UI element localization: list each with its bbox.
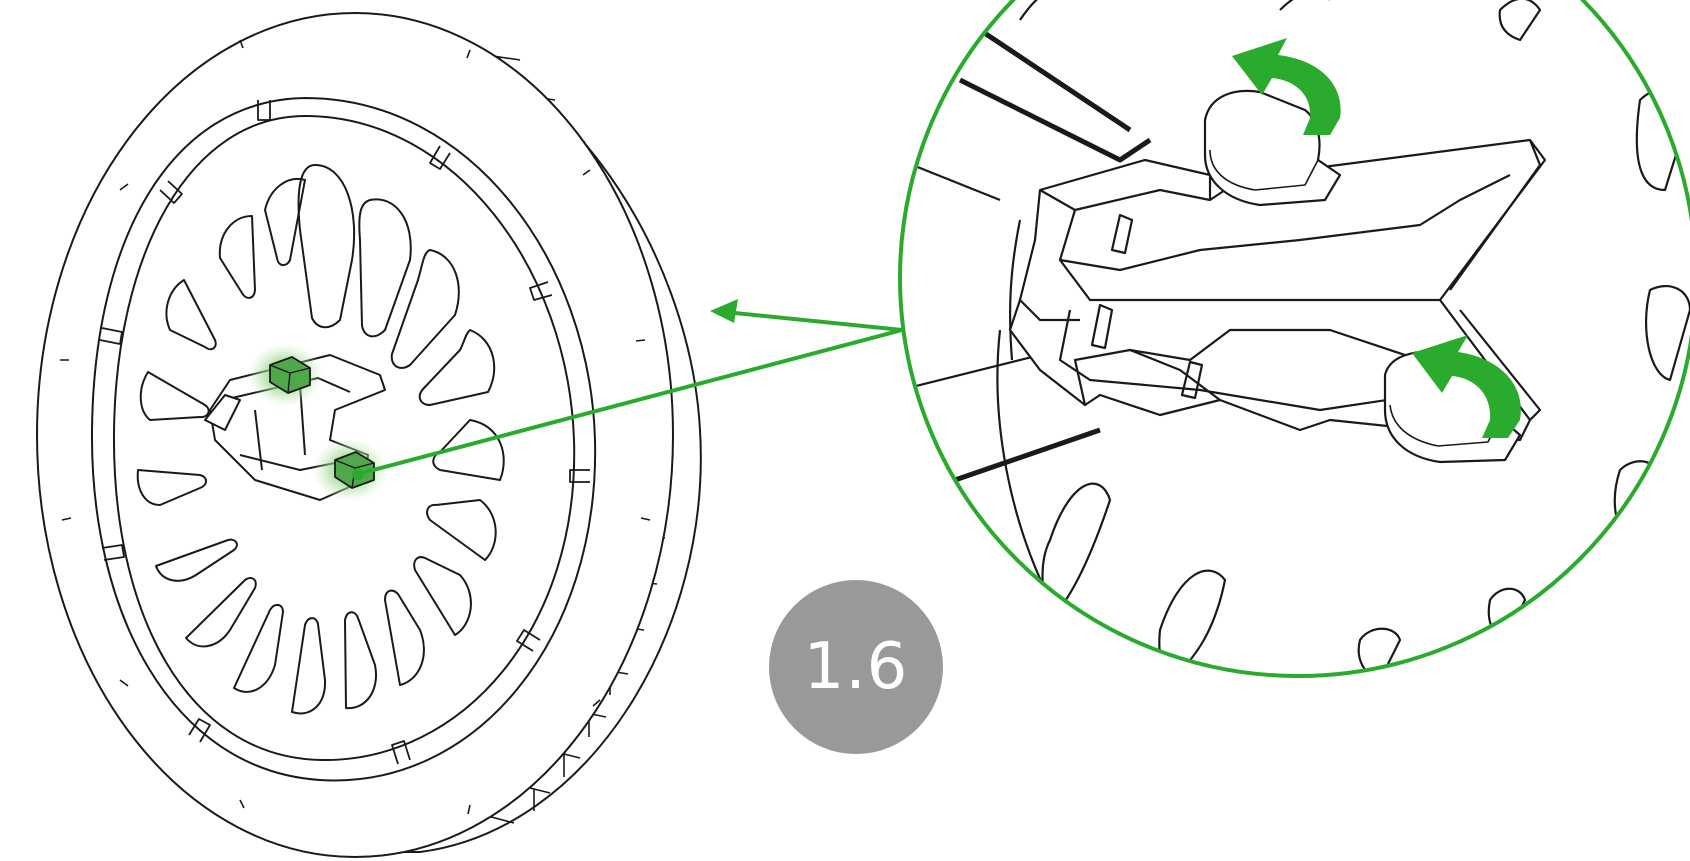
detail-frame	[898, 0, 1690, 678]
callout-line-to-clip	[357, 328, 903, 476]
callout-lines	[352, 299, 903, 480]
callout-arrowhead	[710, 299, 738, 323]
rim-notches	[60, 39, 651, 815]
step-number-badge: 1.6	[769, 580, 943, 754]
hub-notches	[99, 100, 590, 765]
wheel-spokes	[136, 164, 505, 715]
flip-arrow-upper	[1232, 38, 1341, 135]
callout-dot	[352, 468, 364, 480]
locking-clip-lower	[312, 438, 388, 502]
callout-line-to-wheel	[724, 310, 903, 332]
locking-clip-upper	[247, 343, 323, 407]
wheel-assembly	[36, 12, 702, 858]
hub-ring-inner	[112, 114, 576, 762]
magnified-clip-detail	[898, 0, 1690, 678]
clip-tab-upper	[1203, 89, 1342, 207]
step-number-label: 1.6	[803, 630, 909, 704]
flip-arrow-lower	[1412, 335, 1521, 438]
